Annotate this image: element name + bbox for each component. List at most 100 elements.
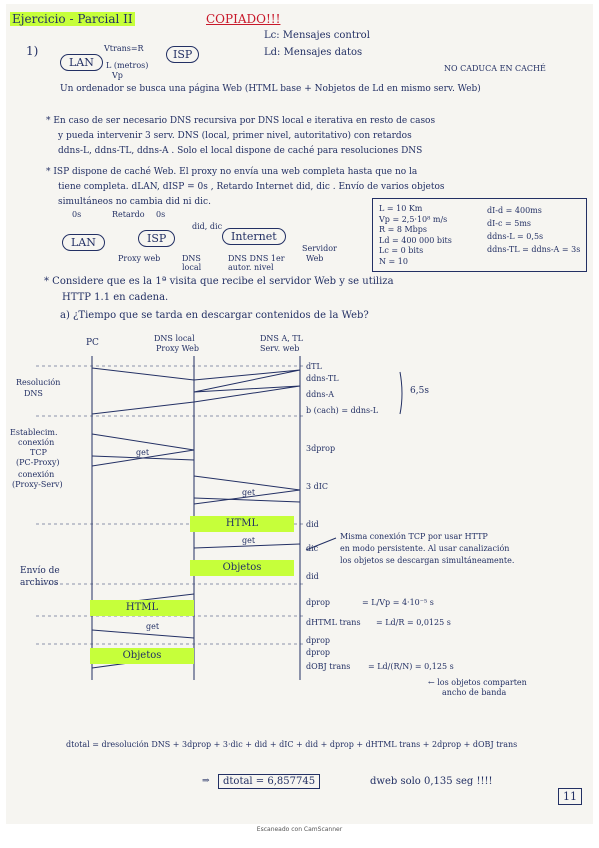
col-proxy: Proxy Web [156,344,200,353]
right-total-dns: 6,5s [410,386,429,396]
right-dobj: dOBJ trans [306,662,351,671]
sketch-os-2: 0s [156,210,166,219]
isp-cloud-1: ISP [166,46,200,63]
label-conexion: conexión [18,438,55,447]
param-ld: Ld = 400 000 bits [379,235,452,245]
isp-text-3: simultáneos no cambia did ni dic. [58,197,211,207]
http-text: HTTP 1.1 en cadena. [62,292,169,303]
get-4: get [146,622,160,631]
right-note-1: ← los objetos comparten [428,678,527,687]
isp-text-2: tiene completa. dLAN, dISP = 0s , Retard… [58,182,445,192]
right-ddns-tl: ddns-TL [306,374,339,383]
cache-note: NO CADUCA EN CACHÉ [444,64,546,73]
exercise-title: Ejercicio - Parcial II [10,12,135,26]
consider-text: * Considere que es la 1ª visita que reci… [44,276,394,287]
copiado-title: COPIADO!!! [206,12,281,26]
page-number: 11 [558,788,582,805]
objetos-block-2: Objetos [90,648,194,664]
sketch-retardo: Retardo [112,210,145,219]
right-dic: dic [306,544,319,553]
params-left: L = 10 Km Vp = 2,5·10⁸ m/s R = 8 Mbps Ld… [379,204,479,267]
servidor-web-label: Web [306,254,324,263]
param-dic: dI-c = 5ms [487,219,532,228]
internet-cloud: Internet [222,228,286,245]
param-r: R = 8 Mbps [379,225,427,234]
get-2: get [242,488,256,497]
sketch-didic: did, dic [192,222,223,231]
persistent-note-1: Misma conexión TCP por usar HTTP [340,532,488,541]
dns-text-1: * En caso de ser necesario DNS recursiva… [46,116,436,126]
ld-definition: Ld: Mensajes datos [264,47,363,58]
parameters-box: L = 10 Km Vp = 2,5·10⁸ m/s R = 8 Mbps Ld… [372,198,587,272]
col-serv-web: Serv. web [260,344,300,353]
param-l: L = 10 Km [379,204,423,213]
right-note-2: ancho de banda [442,688,507,697]
objetos-block-1: Objetos [190,560,294,576]
html-block-2: HTML [90,600,194,616]
right-eq-obj: = Ld/(R/N) = 0,125 s [368,662,454,671]
html-block-1: HTML [190,516,294,532]
servidor-label: Servidor [302,244,337,253]
label-pc-proxy: (PC-Proxy) [16,458,60,467]
dns-text-3: ddns-L, ddns-TL, ddns-A . Solo el local … [58,146,423,156]
question-a: a) ¿Tiempo que se tarda en descargar con… [60,310,369,321]
right-dtl: dTL [306,362,322,371]
statement-line: Un ordenador se busca una página Web (HT… [60,84,481,94]
vtrans-label: Vtrans=R [104,44,144,53]
col-pc: PC [86,338,99,348]
col-dns-local: DNS local [154,334,195,343]
param-n: N = 10 [379,256,408,266]
label-conexion-2: conexión [18,470,55,479]
right-did-2: did [306,572,319,581]
sketch-os-1: 0s [72,210,82,219]
label-envio: Envío de [20,566,60,576]
isp-cloud-2: ISP [138,230,176,247]
col-dns-a-tl: DNS A, TL [260,334,303,343]
right-dprop: dprop [306,598,331,607]
total-formula: dtotal = dresolución DNS + 3dprop + 3·di… [66,740,518,749]
dns-local-label-1: DNS [182,254,201,263]
length-label: L (metros) [106,61,149,70]
get-3: get [242,536,256,545]
proxy-label: Proxy web [118,254,161,263]
dns-text-2: y pueda intervenir 3 serv. DNS (local, p… [58,131,412,141]
persistent-note-3: los objetos se descargan simultáneamente… [340,556,515,565]
right-eq-prop: = L/Vp = 4·10⁻⁵ s [362,598,434,607]
result-arrow: ⇒ [202,776,210,786]
lan-cloud-1: LAN [60,54,103,71]
label-proxy-serv: (Proxy-Serv) [12,480,63,489]
label-dns: DNS [24,389,43,398]
right-dhtml: dHTML trans [306,618,361,627]
param-lc: Lc = 0 bits [379,246,424,255]
right-3dprop: 3dprop [306,444,336,453]
params-right: dI-d = 400ms dI-c = 5ms ddns-L = 0,5s dd… [487,204,580,256]
label-archivos: archivos [20,578,59,588]
right-3dic: 3 dIC [306,482,329,491]
timing-diagram [36,356,403,680]
total-result: dtotal = 6,857745 [218,774,321,789]
dns-others-label-2: autor. nivel [228,263,274,272]
lc-definition: Lc: Mensajes control [264,30,370,41]
get-1: get [136,448,150,457]
param-ddnstl: ddns-TL = ddns-A = 3s [487,245,581,254]
right-eq-html: = Ld/R = 0,0125 s [376,618,451,627]
label-resolucion: Resolución [16,378,61,387]
notebook-page: Ejercicio - Parcial II COPIADO!!! Lc: Me… [6,4,593,824]
right-dprop-3: dprop [306,648,331,657]
label-establecim: Establecim. [10,428,58,437]
dns-others-label-1: DNS DNS 1er [228,254,285,263]
right-dprop-2: dprop [306,636,331,645]
isp-text-1: * ISP dispone de caché Web. El proxy no … [46,167,418,177]
param-vp: Vp = 2,5·10⁸ m/s [379,214,448,224]
lan-cloud-2: LAN [62,234,105,251]
param-did: dI-d = 400ms [487,206,542,215]
param-ddnsl: ddns-L = 0,5s [487,232,544,241]
item-number: 1) [26,44,39,58]
right-did-1: did [306,520,319,529]
right-b-cache: b (cach) = ddns-L [306,406,379,415]
persistent-note-2: en modo persistente. Al usar canalizació… [340,544,510,553]
scanner-watermark: Escaneado con CamScanner [256,826,343,833]
vp-label: Vp [112,71,123,80]
dns-local-label-2: local [182,263,202,272]
right-ddns-a: ddns-A [306,390,334,399]
